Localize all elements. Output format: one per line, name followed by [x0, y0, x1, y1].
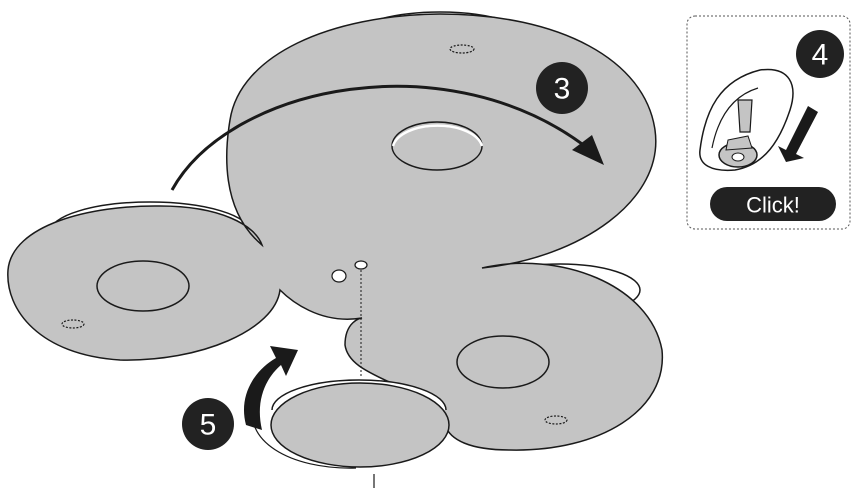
step-4-badge: 4: [796, 30, 844, 78]
attach-arrow-band: [243, 346, 298, 430]
inset-panel: 4 Click!: [686, 15, 851, 230]
inset-screw-collar: [725, 135, 753, 151]
step-5-number: 5: [200, 409, 217, 442]
center-screw: [354, 260, 368, 270]
top-lobe-recess-shade: [391, 124, 484, 147]
click-label-text: Click!: [746, 193, 800, 218]
cover-cap: [270, 379, 450, 488]
step-5-badge: 5: [182, 398, 234, 450]
rotate-arrow-head: [572, 135, 604, 165]
inset-socket-inner: [711, 87, 759, 149]
right-lobe-recess: [456, 335, 550, 389]
top-slot-icon: [449, 44, 475, 54]
cover-cap-face: [270, 382, 450, 468]
inset-screw-socket: [731, 152, 745, 162]
top-lobe-recess: [391, 121, 483, 171]
center-hole: [331, 269, 347, 283]
step-3-badge: 3: [536, 62, 588, 114]
fixture-plate: [7, 11, 664, 451]
step-4-number: 4: [812, 39, 829, 72]
rotate-arrow: [170, 84, 591, 191]
inset-push-arrow: [778, 106, 818, 162]
left-slot-icon: [61, 319, 85, 329]
inset-screw-shaft: [737, 99, 753, 133]
click-label: Click!: [710, 187, 836, 221]
left-lobe-recess: [96, 260, 190, 312]
step-3-number: 3: [554, 73, 571, 106]
right-slot-icon: [544, 415, 568, 425]
